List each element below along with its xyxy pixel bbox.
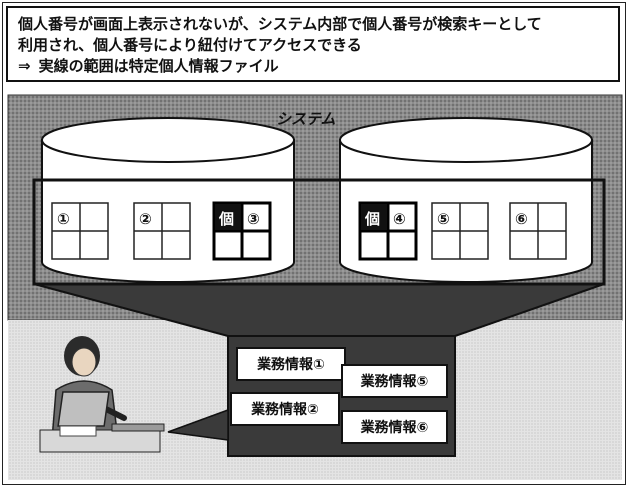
system-label: システム <box>276 110 336 128</box>
file-grid-2 <box>133 202 191 260</box>
header-line-3: ⇒ 実線の範囲は特定個人情報ファイル <box>18 56 608 77</box>
outer-frame <box>2 2 626 485</box>
file-number-4: ④ <box>393 210 406 228</box>
file-grid-6 <box>509 202 567 260</box>
business-info-2: 業務情報② <box>230 392 340 426</box>
file-number-5: ⑤ <box>437 210 450 228</box>
header-note: 個人番号が画面上表示されないが、システム内部で個人番号が検索キーとして 利用され… <box>6 6 620 82</box>
header-line-3-text: 実線の範囲は特定個人情報ファイル <box>38 57 279 75</box>
file-personal-badge-3: 個 <box>218 210 234 228</box>
arrow-icon: ⇒ <box>18 57 31 75</box>
file-grid-1 <box>51 202 109 260</box>
business-info-5: 業務情報⑤ <box>341 364 448 398</box>
business-info-1: 業務情報① <box>236 347 346 381</box>
speech-pointer <box>167 408 229 441</box>
specific-file-range <box>32 178 606 286</box>
office-worker-icon <box>39 336 165 453</box>
file-number-3: ③ <box>247 210 260 228</box>
file-number-2: ② <box>139 210 152 228</box>
file-grid-5 <box>431 202 489 260</box>
file-number-1: ① <box>57 210 70 228</box>
file-personal-badge-4: 個 <box>364 210 380 228</box>
file-number-6: ⑥ <box>515 210 528 228</box>
business-info-6: 業務情報⑥ <box>341 410 448 444</box>
file-grid-4 <box>358 201 418 261</box>
file-grid-3 <box>212 201 272 261</box>
header-line-1: 個人番号が画面上表示されないが、システム内部で個人番号が検索キーとして <box>18 15 542 33</box>
header-line-2: 利用され、個人番号により紐付けてアクセスできる <box>18 36 362 54</box>
